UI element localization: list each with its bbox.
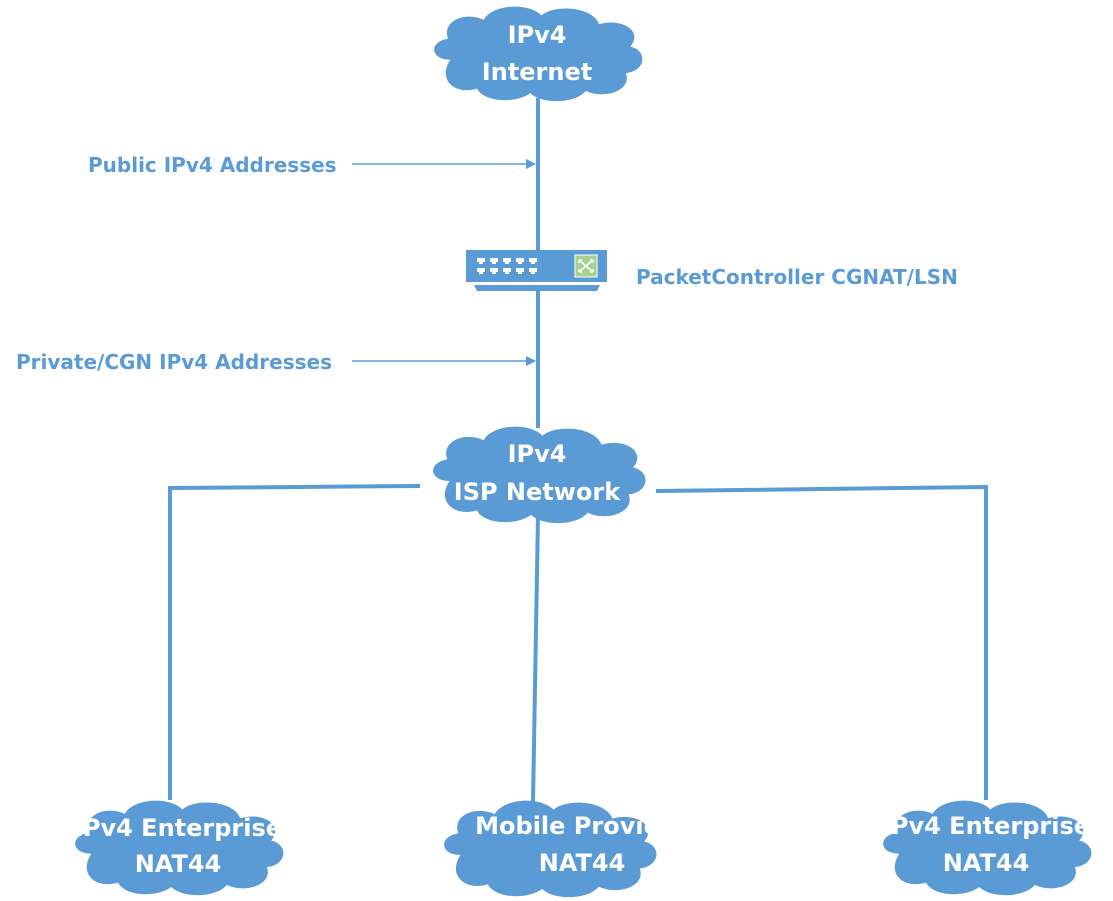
link-isp-mobile bbox=[531, 514, 540, 803]
cloud-isp-line2: ISP Network bbox=[454, 478, 621, 506]
cloud-enterprise-right-line2: NAT44 bbox=[943, 849, 1030, 877]
annotation-public: Public IPv4 Addresses bbox=[88, 153, 536, 177]
network-switch-icon bbox=[466, 250, 607, 291]
annotation-private-label: Private/CGN IPv4 Addresses bbox=[16, 350, 332, 374]
cloud-isp: IPv4 ISP Network bbox=[433, 426, 646, 524]
annotation-public-label: Public IPv4 Addresses bbox=[88, 153, 337, 177]
link-isp-enterprise-left bbox=[168, 484, 421, 800]
cloud-internet-line2: Internet bbox=[482, 58, 592, 86]
cgnat-label: PacketController CGNAT/LSN bbox=[636, 265, 958, 289]
cloud-mobile: Mobile Provider NAT44 bbox=[444, 800, 689, 898]
cloud-enterprise-right: IPv4 Enterprise NAT44 bbox=[882, 800, 1092, 896]
link-isp-enterprise-right bbox=[655, 484, 988, 800]
cloud-mobile-line2: NAT44 bbox=[539, 849, 626, 877]
cloud-internet: IPv4 Internet bbox=[434, 6, 643, 102]
cloud-enterprise-left-line1: IPv4 Enterprise bbox=[74, 814, 282, 842]
cgnat-device: PacketController CGNAT/LSN bbox=[466, 250, 958, 291]
cloud-enterprise-left-line2: NAT44 bbox=[135, 850, 222, 878]
cloud-mobile-line1: Mobile Provider bbox=[475, 812, 689, 840]
cloud-internet-line1: IPv4 bbox=[508, 21, 567, 49]
crossover-icon bbox=[574, 254, 598, 278]
annotation-private: Private/CGN IPv4 Addresses bbox=[16, 350, 536, 374]
cloud-enterprise-left: IPv4 Enterprise NAT44 bbox=[74, 800, 284, 896]
cloud-isp-line1: IPv4 bbox=[508, 440, 567, 468]
cloud-enterprise-right-line1: IPv4 Enterprise bbox=[882, 812, 1090, 840]
connectors bbox=[168, 98, 988, 803]
